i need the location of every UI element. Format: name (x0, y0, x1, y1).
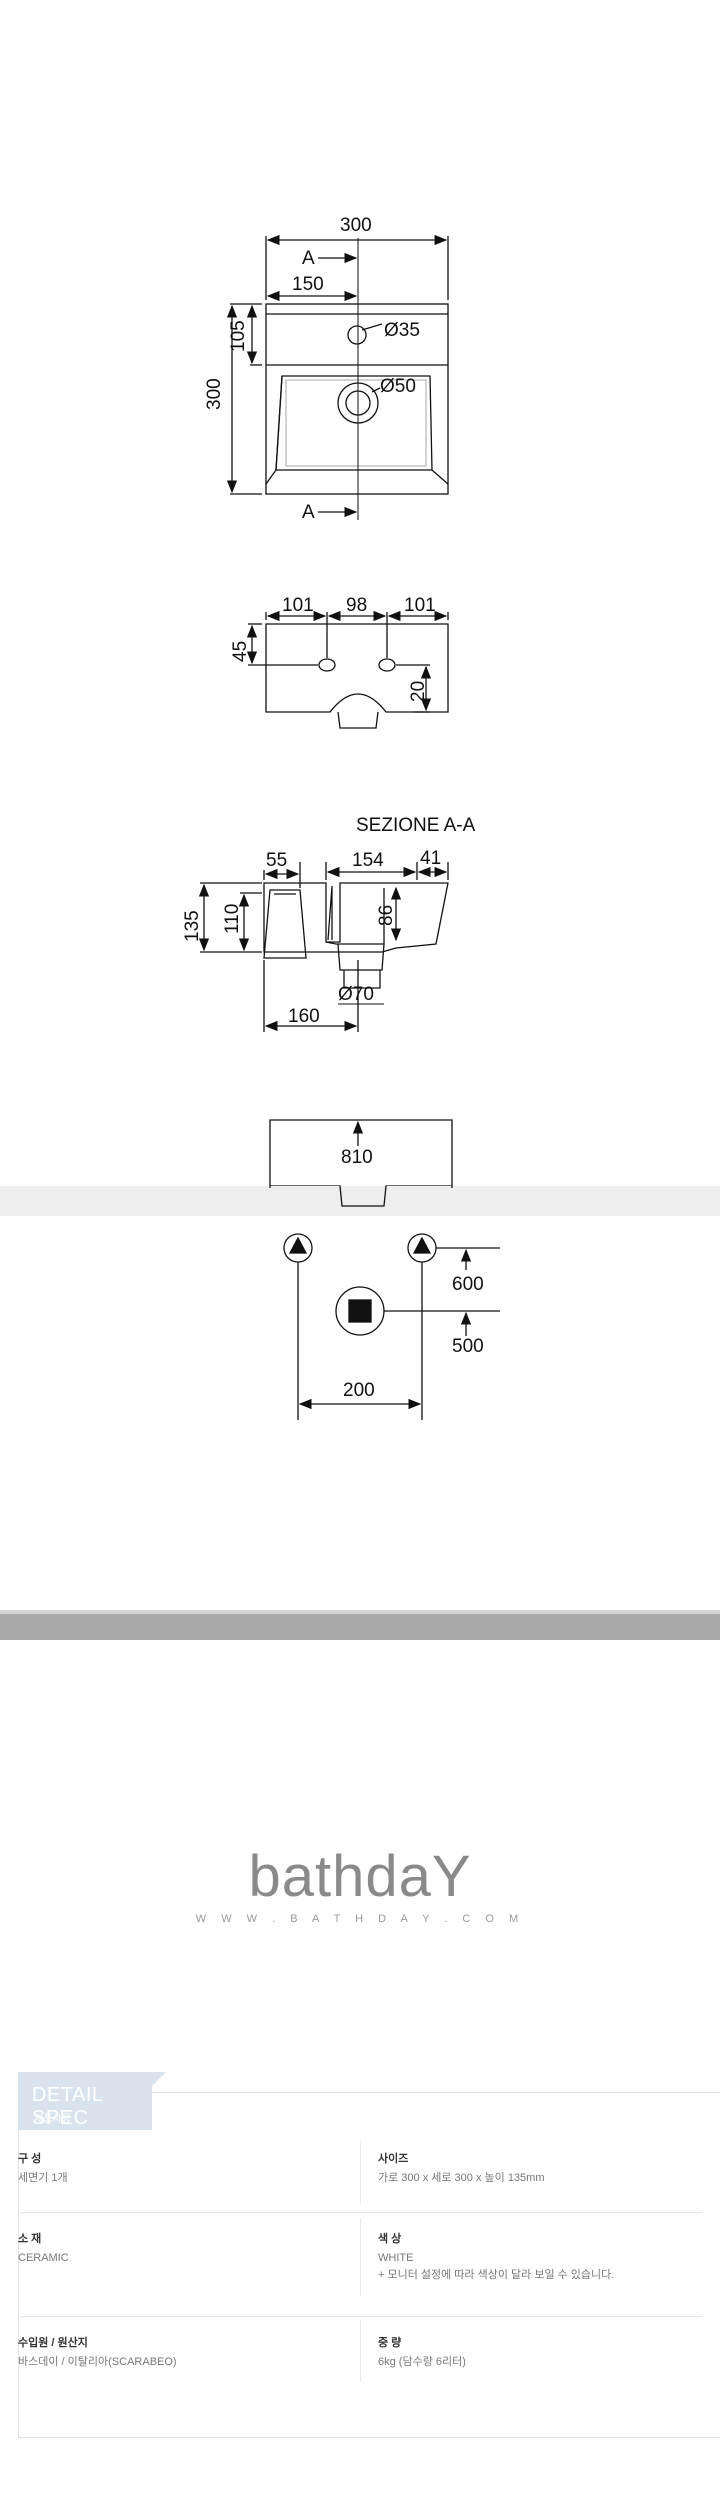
section-dim-160: 160 (288, 1006, 320, 1027)
section-dim-135: 135 (182, 910, 203, 942)
brand-block: bathdaY W W W . B A T H D A Y . C O M (0, 1844, 720, 1926)
spec-frame (18, 2092, 720, 2438)
spec-value-weight: 6kg (담수량 6리터) (378, 2356, 466, 2368)
section-title: SEZIONE A-A (356, 815, 476, 836)
section-dim-41: 41 (420, 848, 441, 869)
section-mark-bottom: A (302, 502, 315, 523)
top-half-dim: 150 (292, 274, 324, 295)
spec-label-material: 소 재 (18, 2233, 42, 2245)
install-dim-600: 600 (452, 1274, 484, 1295)
wall-band (0, 1186, 720, 1216)
spec-label-size: 사이즈 (378, 2153, 409, 2165)
install-dim-200: 200 (343, 1380, 375, 1401)
front-hole-dim: 20 (408, 681, 429, 702)
top-width-dim: 300 (340, 215, 372, 236)
front-left-dim: 101 (282, 595, 314, 616)
top-height-dim: 300 (204, 378, 225, 410)
spec-label-origin: 수입원 / 원산지 (18, 2337, 88, 2349)
tap-hole-label: Ø35 (384, 320, 420, 341)
spec-value-color-note: + 모니터 설정에 따라 색상이 달라 보일 수 있습니다. (378, 2269, 615, 2281)
brand-url: W W W . B A T H D A Y . C O M (195, 1913, 525, 1925)
front-height-dim: 45 (230, 641, 251, 662)
section-dim-110: 110 (222, 904, 243, 934)
spec-value-color: WHITE (378, 2252, 414, 2264)
spec-value-composition: 세면기 1개 (18, 2172, 68, 2184)
install-plan (283, 1233, 500, 1420)
section-dim-55: 55 (266, 850, 287, 871)
section-dim-154: 154 (352, 850, 384, 871)
spec-value-size: 가로 300 x 세로 300 x 높이 135mm (378, 2172, 545, 2184)
front-right-dim: 101 (404, 595, 436, 616)
brand-logo: bathdaY (248, 1844, 472, 1909)
technical-drawing: 300 150 A A Ø35 Ø50 300 105 101 98 101 4… (0, 215, 720, 1640)
spec-label-composition: 구 성 (18, 2153, 42, 2165)
section-divider (0, 1614, 720, 1640)
front-mid-dim: 98 (346, 595, 367, 616)
front-view (246, 610, 449, 729)
top-shelf-dim: 105 (228, 320, 249, 352)
section-dim-drain: Ø70 (338, 984, 374, 1005)
top-view (226, 234, 449, 520)
spec-label-weight: 중 량 (378, 2337, 402, 2349)
spec-value-material: CERAMIC (18, 2252, 69, 2264)
section-view (198, 862, 449, 1032)
section-mark-top: A (302, 248, 315, 269)
spec-badge: DETAIL SPEC 제품사양 (18, 2072, 152, 2130)
section-dim-86: 86 (376, 905, 397, 926)
install-dim-500: 500 (452, 1336, 484, 1357)
spec-value-origin: 바스데이 / 이탈리아(SCARABEO) (18, 2356, 177, 2368)
spec-label-color: 색 상 (378, 2233, 402, 2245)
install-height-dim: 810 (341, 1147, 373, 1168)
detail-spec: DETAIL SPEC 제품사양 구 성 세면기 1개 사이즈 가로 300 x… (0, 2070, 720, 2438)
spec-badge-subtitle: 제품사양 (34, 2114, 71, 2125)
drain-hole-label: Ø50 (380, 376, 416, 397)
spec-badge-title: DETAIL SPEC (32, 2084, 103, 2129)
